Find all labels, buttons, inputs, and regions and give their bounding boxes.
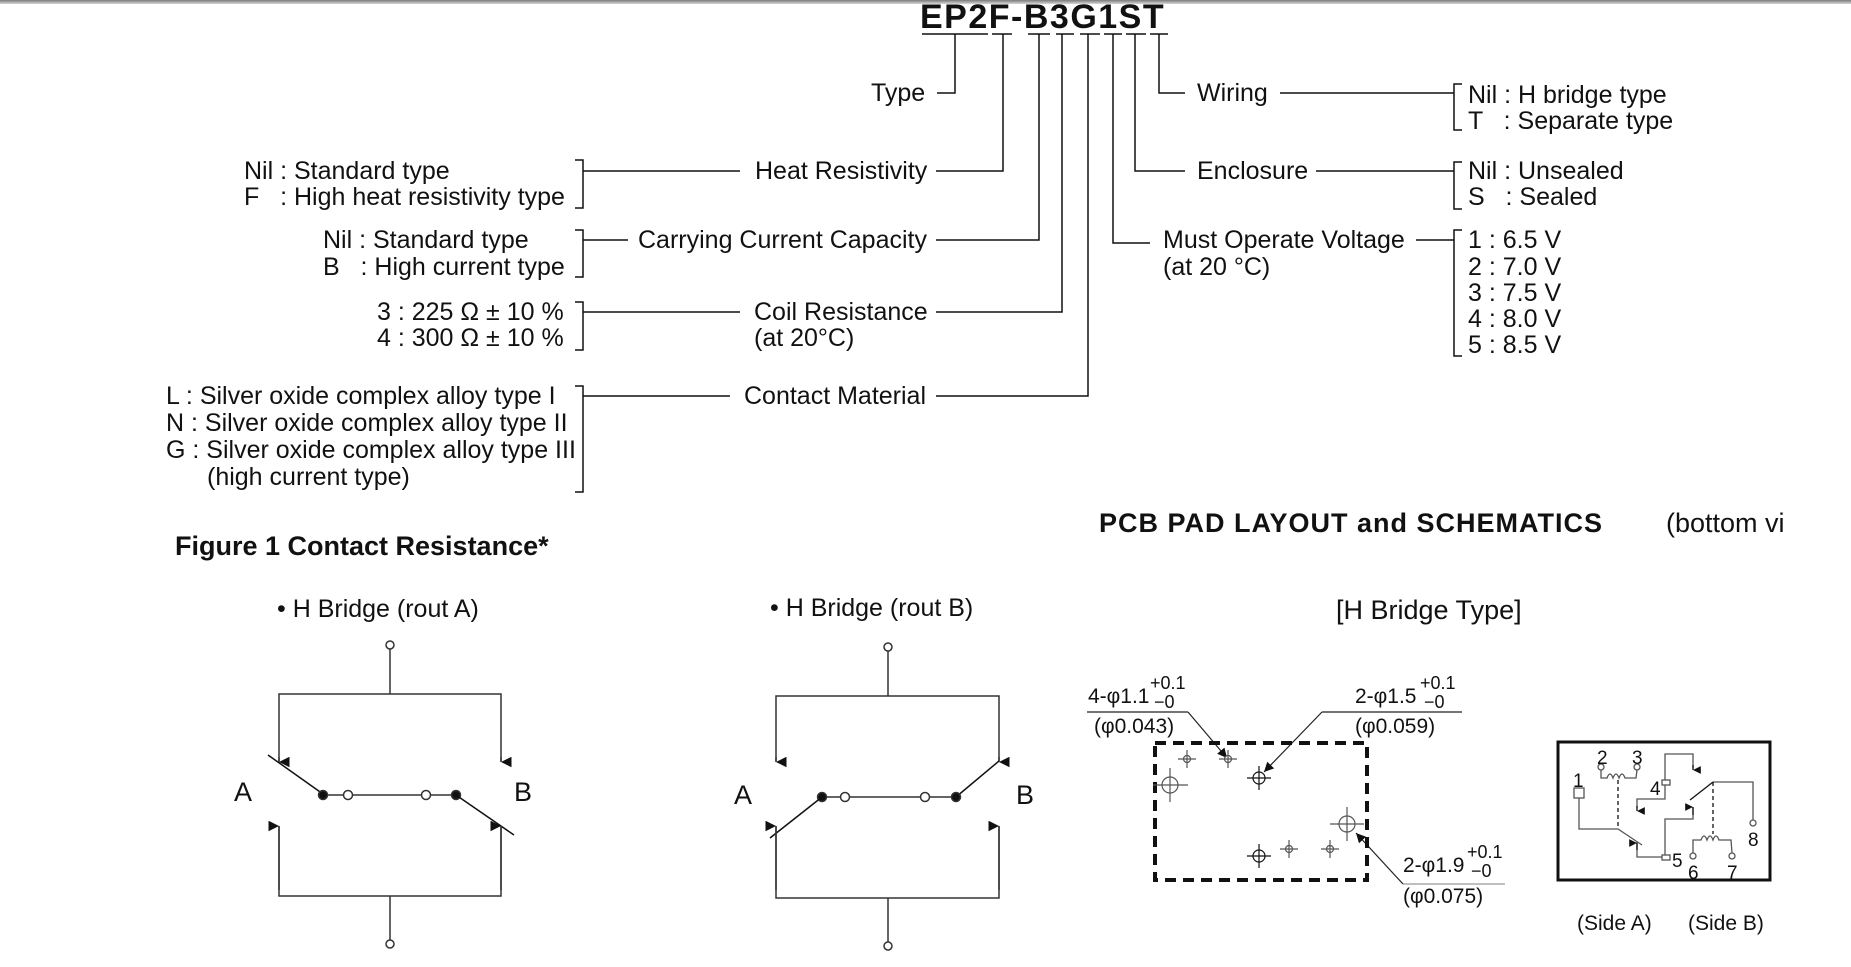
field-label-heat-resistivity: Heat Resistivity — [755, 157, 928, 185]
h-bridge-rout-a — [267, 640, 515, 949]
side-a-label: (Side A) — [1577, 912, 1652, 935]
pad-small — [1219, 750, 1237, 768]
option-contact-n: N : Silver oxide complex alloy type II — [166, 409, 568, 437]
side-b-label: (Side B) — [1688, 912, 1764, 935]
pin-7-label: 7 — [1727, 863, 1738, 884]
option-voltage-1: 1 : 6.5 V — [1468, 226, 1562, 254]
pad-large — [1153, 768, 1188, 802]
callout-2-tol-minus: −0 — [1424, 692, 1445, 712]
diagram-a-label-b: B — [514, 777, 533, 807]
option-voltage-2: 2 : 7.0 V — [1468, 253, 1562, 281]
callout-1-inch: (φ0.043) — [1094, 715, 1175, 738]
pad-medium — [1247, 766, 1271, 790]
pin-2-label: 2 — [1597, 748, 1608, 769]
callout-2-main: 2-φ1.5 — [1355, 685, 1417, 708]
callout-2-inch: (φ0.059) — [1355, 715, 1436, 738]
pcb-section-title-suffix: (bottom vi — [1666, 508, 1785, 538]
pad-small — [1321, 840, 1339, 858]
option-current-nil: Nil : Standard type — [323, 226, 529, 254]
callout-1-tol-plus: +0.1 — [1150, 673, 1186, 693]
field-label-enclosure: Enclosure — [1197, 157, 1309, 185]
pin-3-label: 3 — [1632, 748, 1643, 769]
option-coil-4: 4 : 300 Ω ± 10 % — [377, 324, 564, 352]
option-contact-g: G : Silver oxide complex alloy type III — [166, 436, 576, 464]
pad-small — [1280, 840, 1298, 858]
option-voltage-3: 3 : 7.5 V — [1468, 279, 1562, 307]
callout-3-tol-plus: +0.1 — [1467, 842, 1503, 862]
option-enclosure-nil: Nil : Unsealed — [1468, 157, 1624, 185]
option-coil-3: 3 : 225 Ω ± 10 % — [377, 298, 564, 326]
pad-medium — [1247, 844, 1271, 868]
diagram-b-label-b: B — [1016, 780, 1035, 810]
pcb-section-title: PCB PAD LAYOUT and SCHEMATICS — [1099, 508, 1604, 538]
diagram-a-caption: • H Bridge (rout A) — [277, 595, 479, 623]
window-top-border — [0, 0, 1851, 4]
option-wiring-nil: Nil : H bridge type — [1468, 81, 1667, 109]
pin-1-label: 1 — [1573, 771, 1584, 792]
figure1-title: Figure 1 Contact Resistance* — [175, 531, 549, 561]
option-contact-l: L : Silver oxide complex alloy type I — [166, 382, 556, 410]
field-label-wiring: Wiring — [1197, 79, 1268, 107]
field-label-contact-material: Contact Material — [744, 382, 927, 410]
option-voltage-5: 5 : 8.5 V — [1468, 331, 1562, 359]
callout-1-main: 4-φ1.1 — [1088, 685, 1150, 708]
pad-small — [1178, 750, 1196, 768]
callout-3-tol-minus: −0 — [1471, 861, 1492, 881]
pad-large — [1330, 807, 1364, 841]
pcb-subtitle: [H Bridge Type] — [1336, 595, 1522, 625]
pin-6-label: 6 — [1688, 863, 1699, 884]
field-label-carrying-current: Carrying Current Capacity — [638, 226, 927, 254]
option-heat-f: F : High heat resistivity type — [244, 183, 565, 211]
pin-4-label: 4 — [1650, 779, 1661, 800]
callout-3-main: 2-φ1.9 — [1403, 854, 1465, 877]
pin-5-label: 5 — [1672, 851, 1683, 872]
diagram-a-label-a: A — [234, 777, 253, 807]
callout-2-tol-plus: +0.1 — [1420, 673, 1456, 693]
pin-8-label: 8 — [1748, 830, 1759, 851]
option-current-b: B : High current type — [323, 253, 565, 281]
diagram-b-caption: • H Bridge (rout B) — [770, 594, 974, 622]
callout-1-tol-minus: −0 — [1154, 692, 1175, 712]
field-label-type: Type — [871, 79, 926, 107]
field-label-coil-resistance: Coil Resistance — [754, 298, 928, 326]
part-number: EP2F-B3G1ST — [920, 0, 1166, 36]
field-label-must-operate-voltage: Must Operate Voltage — [1163, 226, 1405, 254]
h-bridge-rout-b — [765, 642, 1010, 951]
field-sublabel-must-operate-voltage: (at 20 °C) — [1163, 253, 1271, 281]
field-sublabel-coil-resistance: (at 20°C) — [754, 324, 855, 352]
option-enclosure-s: S : Sealed — [1468, 183, 1598, 211]
option-contact-g-note: (high current type) — [207, 463, 410, 491]
callout-3-inch: (φ0.075) — [1403, 885, 1484, 908]
diagram-b-label-a: A — [734, 780, 753, 810]
option-heat-nil: Nil : Standard type — [244, 157, 450, 185]
option-wiring-t: T : Separate type — [1468, 107, 1674, 135]
option-voltage-4: 4 : 8.0 V — [1468, 305, 1562, 333]
